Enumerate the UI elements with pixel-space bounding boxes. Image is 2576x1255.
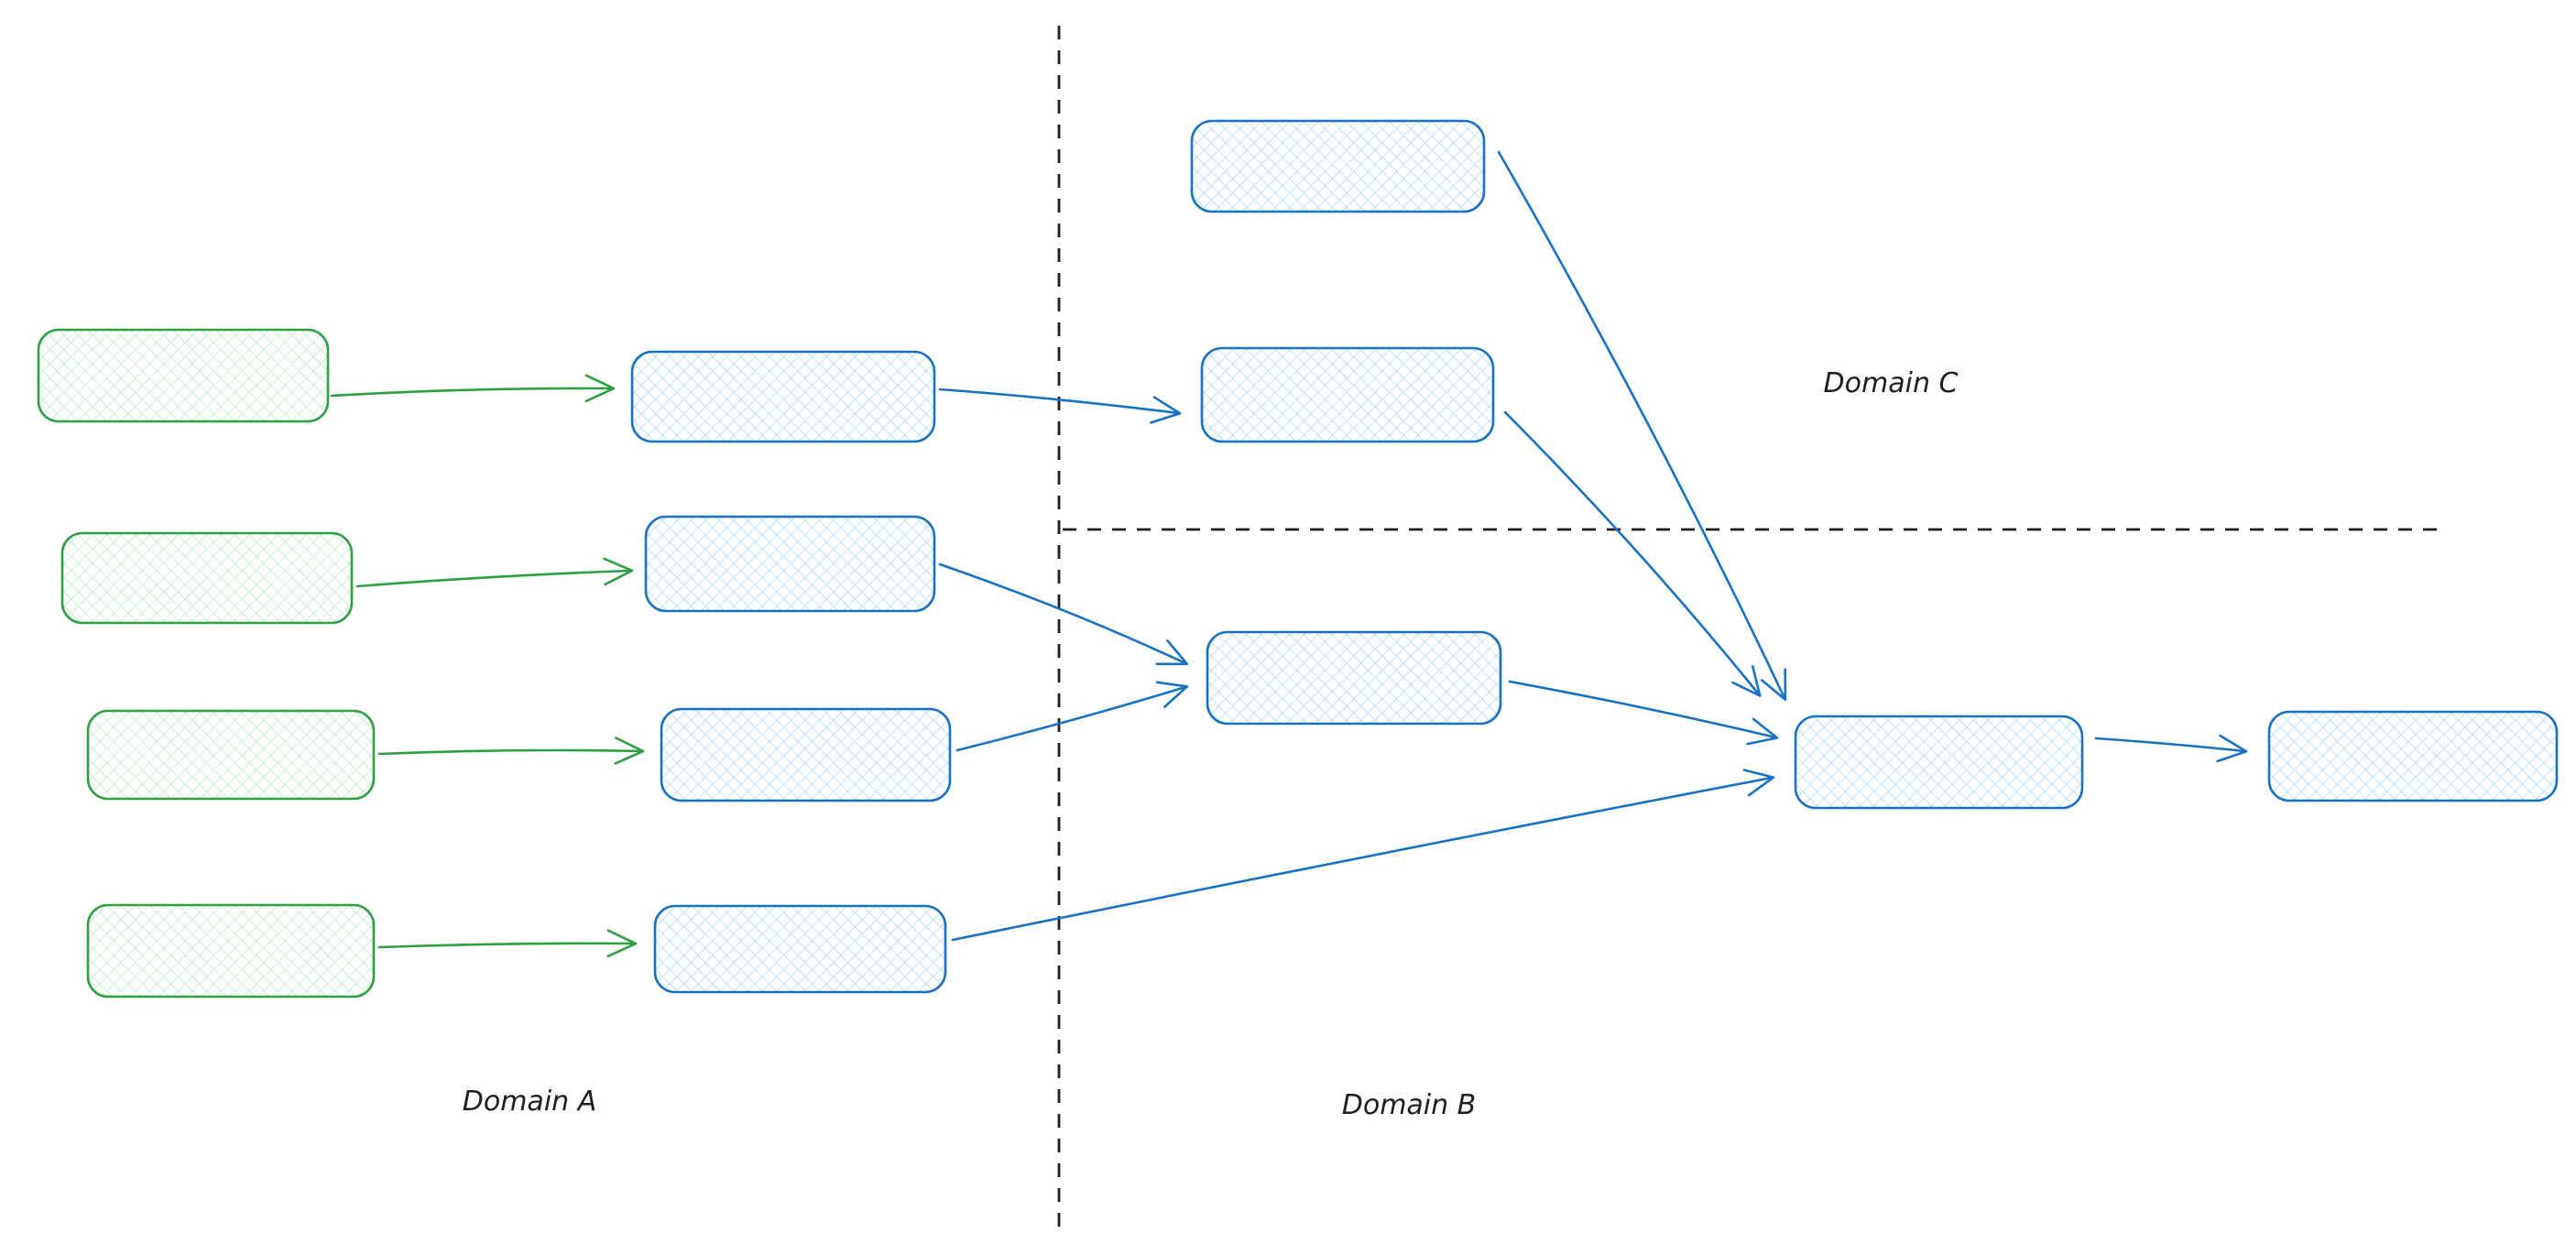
blue-mid-box-4 xyxy=(653,904,947,994)
domain-b-label: Domain B xyxy=(1342,1089,1477,1121)
blue-top-box xyxy=(1190,119,1486,213)
green-source-nodes xyxy=(37,328,376,999)
blue-mid-box-1 xyxy=(630,350,936,443)
edge-top-to-aggregate xyxy=(1497,150,1787,702)
edge-mid4-to-aggregate xyxy=(951,769,1775,942)
domain-a-label: Domain A xyxy=(463,1086,596,1118)
edge-green-4 xyxy=(377,929,638,958)
blue-aggregate-box xyxy=(1794,715,2084,810)
blue-mid-box-3 xyxy=(660,707,952,802)
domain-dividers xyxy=(1057,26,2446,1237)
blue-mid-box-2 xyxy=(644,515,936,613)
edge-mid2-to-center xyxy=(938,562,1189,666)
green-source-box-1 xyxy=(37,328,330,423)
green-edges xyxy=(330,374,645,958)
green-source-box-2 xyxy=(60,531,354,625)
blue-edges xyxy=(938,150,2248,942)
domain-c-label: Domain C xyxy=(1824,367,1959,399)
edge-aggregate-to-output xyxy=(2094,734,2248,763)
blue-right-nodes xyxy=(1190,119,2559,810)
edge-row1-to-aggregate xyxy=(1503,410,1762,697)
edge-mid1-to-row1 xyxy=(938,387,1182,424)
green-source-box-4 xyxy=(86,903,376,999)
edge-green-2 xyxy=(355,557,634,588)
edge-center-to-aggregate xyxy=(1508,680,1779,746)
blue-output-box xyxy=(2267,710,2559,802)
edge-mid3-to-center xyxy=(955,681,1189,752)
green-source-box-3 xyxy=(86,709,376,801)
edge-green-3 xyxy=(377,737,645,765)
domain-labels: Domain A Domain B Domain C xyxy=(463,367,1959,1121)
blue-center-box xyxy=(1206,630,1502,726)
blue-right-row1-box xyxy=(1200,346,1495,443)
edge-green-1 xyxy=(330,374,616,403)
blue-mid-nodes xyxy=(630,350,952,994)
